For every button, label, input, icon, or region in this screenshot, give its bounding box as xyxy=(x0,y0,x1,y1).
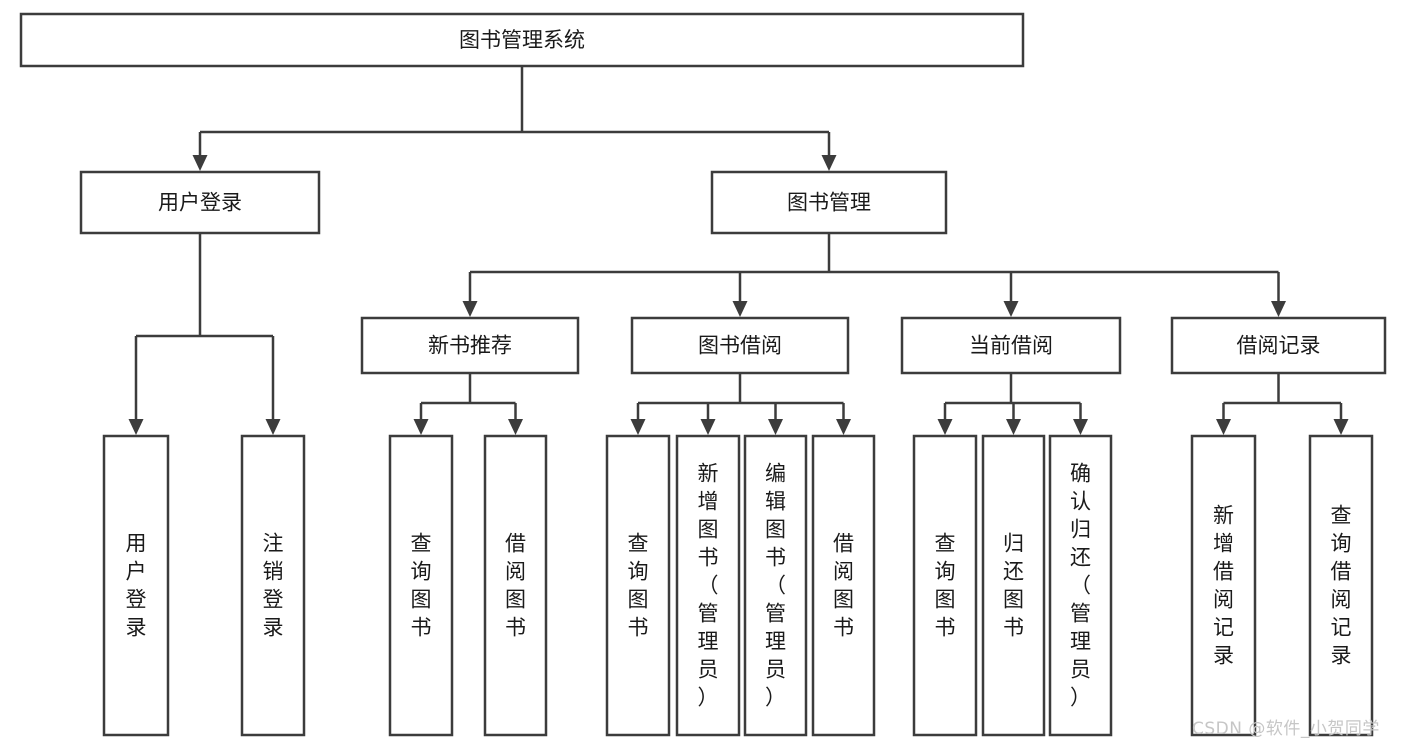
node-leaf-return-book[interactable]: 归还图书 xyxy=(981,434,1046,737)
arrow-head-icon xyxy=(1216,419,1231,435)
node-box[interactable] xyxy=(912,434,978,737)
node-leaf-confirm-return[interactable]: 确认归还（管理员） xyxy=(1048,434,1113,737)
node-leaf-user-logout[interactable]: 注销登录 xyxy=(240,434,306,737)
node-label: 查询图书 xyxy=(411,532,432,640)
connector-group xyxy=(630,373,851,435)
node-box[interactable] xyxy=(1170,316,1387,375)
arrow-head-icon xyxy=(937,419,953,435)
watermark-label: CSDN @软件_小贺同学 xyxy=(1192,719,1380,739)
node-box[interactable] xyxy=(675,434,741,737)
node-box[interactable] xyxy=(483,434,548,737)
node-leaf-user-login[interactable]: 用户登录 xyxy=(102,434,170,737)
arrow-head-icon xyxy=(700,419,716,435)
node-leaf-add-record[interactable]: 新增借阅记录 xyxy=(1190,434,1257,737)
node-box[interactable] xyxy=(360,316,580,375)
node-label: 用户登录 xyxy=(126,532,147,640)
node-label: 编辑图书（管理员） xyxy=(765,462,786,710)
node-leaf-add-book[interactable]: 新增图书（管理员） xyxy=(675,434,741,737)
node-leaf-query-record[interactable]: 查询借阅记录 xyxy=(1308,434,1374,737)
arrow-head-icon xyxy=(508,419,523,435)
node-box[interactable] xyxy=(1308,434,1374,737)
arrow-head-icon xyxy=(768,419,783,435)
node-book-manage[interactable]: 图书管理 xyxy=(710,170,948,235)
connector-group xyxy=(192,66,837,171)
node-label: 查询图书 xyxy=(935,532,956,640)
node-box[interactable] xyxy=(1048,434,1113,737)
node-root[interactable]: 图书管理系统 xyxy=(19,12,1025,68)
node-book-borrow[interactable]: 图书借阅 xyxy=(630,316,850,375)
arrow-head-icon xyxy=(836,419,851,435)
node-leaf-query-book-3[interactable]: 查询图书 xyxy=(912,434,978,737)
node-layer: 图书管理系统用户登录图书管理新书推荐图书借阅当前借阅借阅记录用户登录注销登录查询… xyxy=(19,12,1387,737)
arrow-head-icon xyxy=(1333,419,1349,435)
node-label: 注销登录 xyxy=(263,532,284,640)
node-label: 借阅图书 xyxy=(833,532,854,640)
node-new-book-recommend[interactable]: 新书推荐 xyxy=(360,316,580,375)
node-box[interactable] xyxy=(710,170,948,235)
node-label: 确认归还（管理员） xyxy=(1070,462,1091,710)
node-label: 图书借阅 xyxy=(698,334,782,358)
arrow-head-icon xyxy=(413,419,429,435)
node-borrow-record[interactable]: 借阅记录 xyxy=(1170,316,1387,375)
node-label: 新增图书（管理员） xyxy=(698,462,719,710)
node-box[interactable] xyxy=(1190,434,1257,737)
node-current-borrow[interactable]: 当前借阅 xyxy=(900,316,1122,375)
node-label: 用户登录 xyxy=(158,191,242,215)
node-box[interactable] xyxy=(900,316,1122,375)
node-box[interactable] xyxy=(388,434,454,737)
node-label: 查询图书 xyxy=(628,532,649,640)
connector-group xyxy=(937,373,1088,435)
node-box[interactable] xyxy=(743,434,808,737)
arrow-head-icon xyxy=(732,301,748,317)
node-box[interactable] xyxy=(981,434,1046,737)
arrow-head-icon xyxy=(630,419,646,435)
arrow-head-icon xyxy=(1073,419,1088,435)
node-label: 图书管理系统 xyxy=(459,28,585,52)
arrow-head-icon xyxy=(1271,301,1286,317)
arrow-head-icon xyxy=(462,301,478,317)
node-box[interactable] xyxy=(605,434,671,737)
connector-layer xyxy=(128,66,1349,435)
node-label: 当前借阅 xyxy=(969,334,1053,358)
node-box[interactable] xyxy=(102,434,170,737)
node-label: 新书推荐 xyxy=(428,334,512,358)
arrow-head-icon xyxy=(1006,419,1021,435)
arrow-head-icon xyxy=(821,155,837,171)
arrow-head-icon xyxy=(128,419,144,435)
node-box[interactable] xyxy=(240,434,306,737)
node-label: 借阅记录 xyxy=(1237,334,1321,358)
node-user-login[interactable]: 用户登录 xyxy=(79,170,321,235)
node-leaf-query-book-2[interactable]: 查询图书 xyxy=(605,434,671,737)
connector-group xyxy=(413,373,523,435)
node-box[interactable] xyxy=(79,170,321,235)
node-label: 图书管理 xyxy=(787,191,871,215)
node-leaf-edit-book[interactable]: 编辑图书（管理员） xyxy=(743,434,808,737)
arrow-head-icon xyxy=(192,155,208,171)
node-box[interactable] xyxy=(630,316,850,375)
connector-group xyxy=(1216,373,1349,435)
node-leaf-query-book-1[interactable]: 查询图书 xyxy=(388,434,454,737)
connector-group xyxy=(462,233,1286,317)
node-box[interactable] xyxy=(811,434,876,737)
arrow-head-icon xyxy=(265,419,281,435)
node-leaf-borrow-book-2[interactable]: 借阅图书 xyxy=(811,434,876,737)
node-label: 借阅图书 xyxy=(505,532,526,640)
node-box[interactable] xyxy=(19,12,1025,68)
node-label: 新增借阅记录 xyxy=(1213,504,1234,668)
arrow-head-icon xyxy=(1003,301,1019,317)
connector-group xyxy=(128,233,281,435)
node-label: 查询借阅记录 xyxy=(1331,504,1352,668)
node-leaf-borrow-book-1[interactable]: 借阅图书 xyxy=(483,434,548,737)
node-label: 归还图书 xyxy=(1003,532,1024,640)
